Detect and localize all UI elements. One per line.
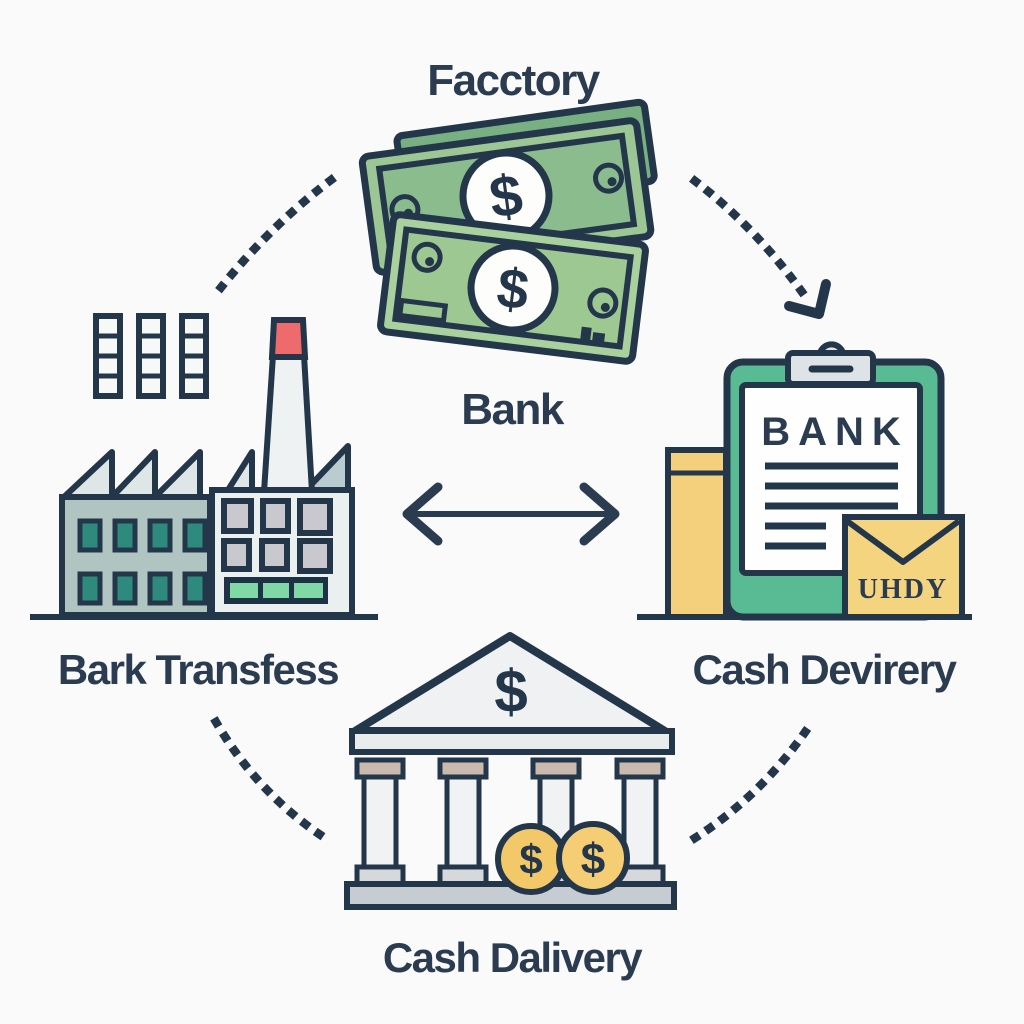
cycle-arc-top-right-icon (689, 175, 808, 298)
factory-windows-right (221, 498, 333, 574)
bank-building-icon: $ (344, 632, 677, 910)
label-money: Bank (461, 385, 565, 434)
folder-icon (665, 447, 729, 620)
envelope-text: UHDY (858, 574, 948, 605)
factory-strip (224, 577, 328, 604)
label-bank-building: Cash Dalivery (383, 934, 643, 981)
label-delivery: Cash Devirery (693, 646, 958, 693)
dollar-sign: $ (494, 658, 527, 725)
factory-icon (30, 313, 378, 620)
dollar-sign: $ (519, 836, 542, 883)
money-stack-icon: $ $ (358, 98, 658, 365)
exchange-arrow-icon (402, 482, 620, 546)
label-top: Facctory (427, 56, 600, 105)
chimney-icon (260, 317, 316, 495)
envelope-icon: UHDY (842, 514, 965, 620)
cycle-arc-top-left-icon (213, 174, 337, 296)
clip (785, 341, 876, 387)
cycle-arc-bottom-left-icon (210, 716, 331, 844)
dollar-sign: $ (581, 835, 605, 884)
factory-windows-left (77, 518, 208, 606)
label-factory: Bark Transfess (58, 646, 338, 693)
paper-lines (765, 462, 898, 550)
dollar-sign: $ (494, 255, 533, 321)
document-title: BANK (761, 410, 909, 454)
factory-stacks (93, 313, 209, 399)
coins-icon: $ $ (495, 821, 630, 895)
cycle-arc-bottom-right-icon (689, 716, 818, 844)
clipboard-icon: BANK UHDY (637, 341, 972, 621)
banknote-bottom: $ (377, 211, 649, 365)
arrowhead-icon (784, 279, 831, 319)
